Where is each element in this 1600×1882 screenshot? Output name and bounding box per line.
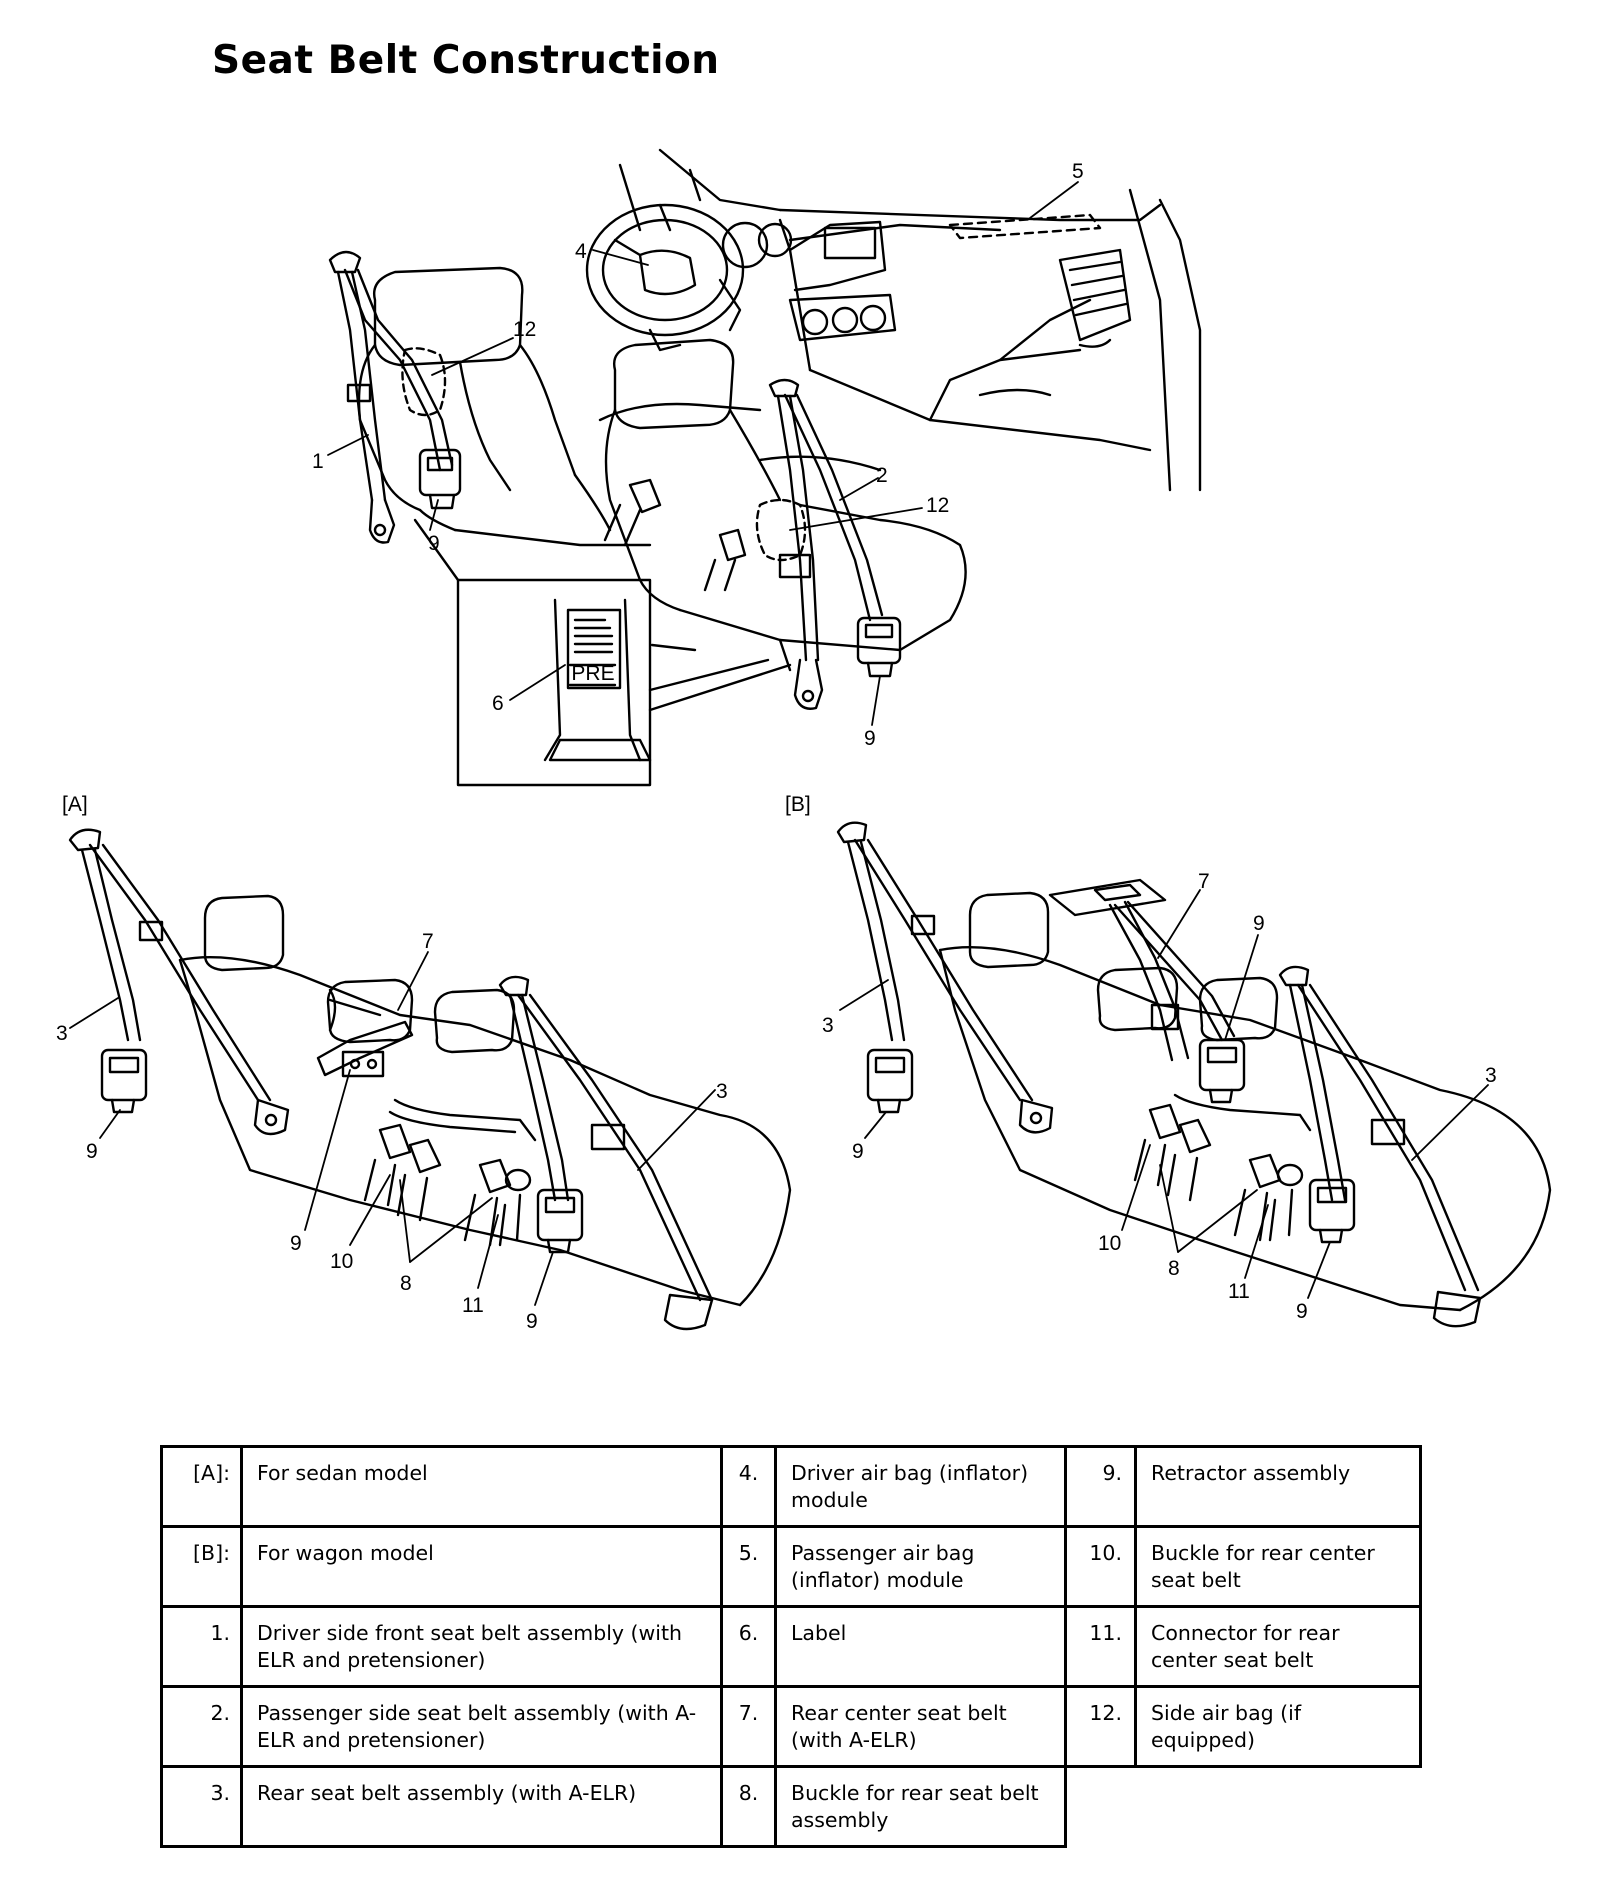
legend-key: 2. bbox=[160, 1685, 243, 1768]
steering-wheel bbox=[585, 203, 745, 337]
callout-7-wagon: 7 bbox=[1198, 870, 1210, 893]
side-airbag-passenger bbox=[755, 498, 807, 562]
callout-4: 4 bbox=[575, 240, 587, 263]
side-airbag-driver bbox=[401, 347, 447, 417]
callout-9-sedan-center: 9 bbox=[290, 1232, 302, 1255]
callout-10-sedan: 10 bbox=[330, 1250, 353, 1273]
callout-9-sedan-left: 9 bbox=[86, 1140, 98, 1163]
legend-key: 7. bbox=[720, 1685, 777, 1768]
callout-3-wagon-left: 3 bbox=[822, 1014, 834, 1037]
driver-retractor bbox=[418, 448, 462, 497]
retractor-left bbox=[100, 1048, 148, 1102]
legend-key: 6. bbox=[720, 1605, 777, 1688]
callout-9-front-passenger: 9 bbox=[864, 727, 876, 750]
view-label-b: [B] bbox=[785, 793, 811, 816]
view-label-a: [A] bbox=[62, 793, 88, 816]
seat-belt-diagram: PRE bbox=[56, 148, 1552, 1333]
callout-2: 2 bbox=[876, 464, 888, 487]
wagon-rear-illustration bbox=[836, 821, 1552, 1328]
callout-10-wagon: 10 bbox=[1098, 1232, 1121, 1255]
callout-8-wagon: 8 bbox=[1168, 1257, 1180, 1280]
legend-row: 3. Rear seat belt assembly (with A-ELR) … bbox=[160, 1765, 1421, 1848]
callout-7-sedan: 7 bbox=[422, 930, 434, 953]
legend-row: 2. Passenger side seat belt assembly (wi… bbox=[160, 1685, 1422, 1768]
callout-5: 5 bbox=[1072, 160, 1084, 183]
label-inset-frame bbox=[456, 578, 652, 787]
callout-11-wagon: 11 bbox=[1228, 1280, 1250, 1303]
legend-key: 10. bbox=[1064, 1525, 1137, 1608]
sedan-rear-illustration bbox=[68, 828, 792, 1331]
sedan-center-belt bbox=[316, 1020, 414, 1077]
legend-desc: Driver air bag (inflator) module bbox=[774, 1445, 1067, 1528]
callout-3-sedan-right: 3 bbox=[716, 1080, 728, 1103]
legend-key: 9. bbox=[1064, 1445, 1137, 1528]
legend-desc: Passenger air bag (inflator) module bbox=[774, 1525, 1067, 1608]
legend-key: 8. bbox=[720, 1765, 777, 1848]
legend-key: 5. bbox=[720, 1525, 777, 1608]
legend-desc: Passenger side seat belt assembly (with … bbox=[240, 1685, 723, 1768]
front-cabin-illustration bbox=[328, 148, 1202, 787]
legend-desc: Driver side front seat belt assembly (wi… bbox=[240, 1605, 723, 1688]
legend-key: 1. bbox=[160, 1605, 243, 1688]
roof-anchor-plate bbox=[1048, 878, 1167, 917]
pre-label-text: PRE bbox=[571, 662, 614, 685]
callout-9-wagon-center: 9 bbox=[1253, 912, 1265, 935]
legend-key: 11. bbox=[1064, 1605, 1137, 1688]
driver-headrest bbox=[373, 266, 524, 367]
legend-desc: For sedan model bbox=[240, 1445, 723, 1528]
legend-desc: Buckle for rear seat belt assembly bbox=[774, 1765, 1067, 1848]
callout-9-wagon-right: 9 bbox=[1296, 1300, 1308, 1323]
callout-11-sedan: 11 bbox=[462, 1294, 484, 1317]
callout-1: 1 bbox=[312, 450, 324, 473]
callout-3-sedan-left: 3 bbox=[56, 1022, 68, 1045]
legend-desc: Buckle for rear center seat belt bbox=[1134, 1525, 1422, 1608]
legend-desc: Connector for rear center seat belt bbox=[1134, 1605, 1422, 1688]
callout-6: 6 bbox=[492, 692, 504, 715]
legend-key: 4. bbox=[720, 1445, 777, 1528]
page-title: Seat Belt Construction bbox=[212, 38, 720, 83]
callout-9-sedan-right: 9 bbox=[526, 1310, 538, 1333]
legend-desc: Retractor assembly bbox=[1134, 1445, 1422, 1528]
legend-row: 1. Driver side front seat belt assembly … bbox=[160, 1605, 1422, 1688]
legend-key: [A]: bbox=[160, 1445, 243, 1528]
legend-row: [B]: For wagon model 5. Passenger air ba… bbox=[160, 1525, 1422, 1608]
legend-desc: For wagon model bbox=[240, 1525, 723, 1608]
callout-9-front-driver: 9 bbox=[428, 532, 440, 555]
legend-row: [A]: For sedan model 4. Driver air bag (… bbox=[160, 1445, 1422, 1528]
legend-desc: Label bbox=[774, 1605, 1067, 1688]
legend-desc: Rear seat belt assembly (with A-ELR) bbox=[240, 1765, 723, 1848]
callout-12-driver: 12 bbox=[513, 318, 536, 341]
passenger-headrest bbox=[613, 338, 735, 430]
callout-8-sedan: 8 bbox=[400, 1272, 412, 1295]
pre-label bbox=[566, 608, 622, 690]
driver-airbag bbox=[638, 249, 697, 296]
legend-desc: Rear center seat belt (with A-ELR) bbox=[774, 1685, 1067, 1768]
leader-lines bbox=[69, 181, 1489, 1306]
legend-empty-cell bbox=[1066, 1767, 1421, 1847]
passenger-retractor bbox=[856, 616, 902, 665]
legend-desc: Side air bag (if equipped) bbox=[1134, 1685, 1422, 1768]
retractor-right bbox=[536, 1188, 584, 1242]
legend-key: 3. bbox=[160, 1765, 243, 1848]
legend-key: [B]: bbox=[160, 1525, 243, 1608]
callout-3-wagon-right: 3 bbox=[1485, 1064, 1497, 1087]
legend-table: [A]: For sedan model 4. Driver air bag (… bbox=[160, 1445, 1422, 1848]
callout-9-wagon-left: 9 bbox=[852, 1140, 864, 1163]
driver-belt-anchor bbox=[328, 250, 362, 274]
callout-12-passenger: 12 bbox=[926, 494, 949, 517]
passenger-airbag-outline bbox=[948, 213, 1102, 240]
legend-key: 12. bbox=[1064, 1685, 1137, 1768]
